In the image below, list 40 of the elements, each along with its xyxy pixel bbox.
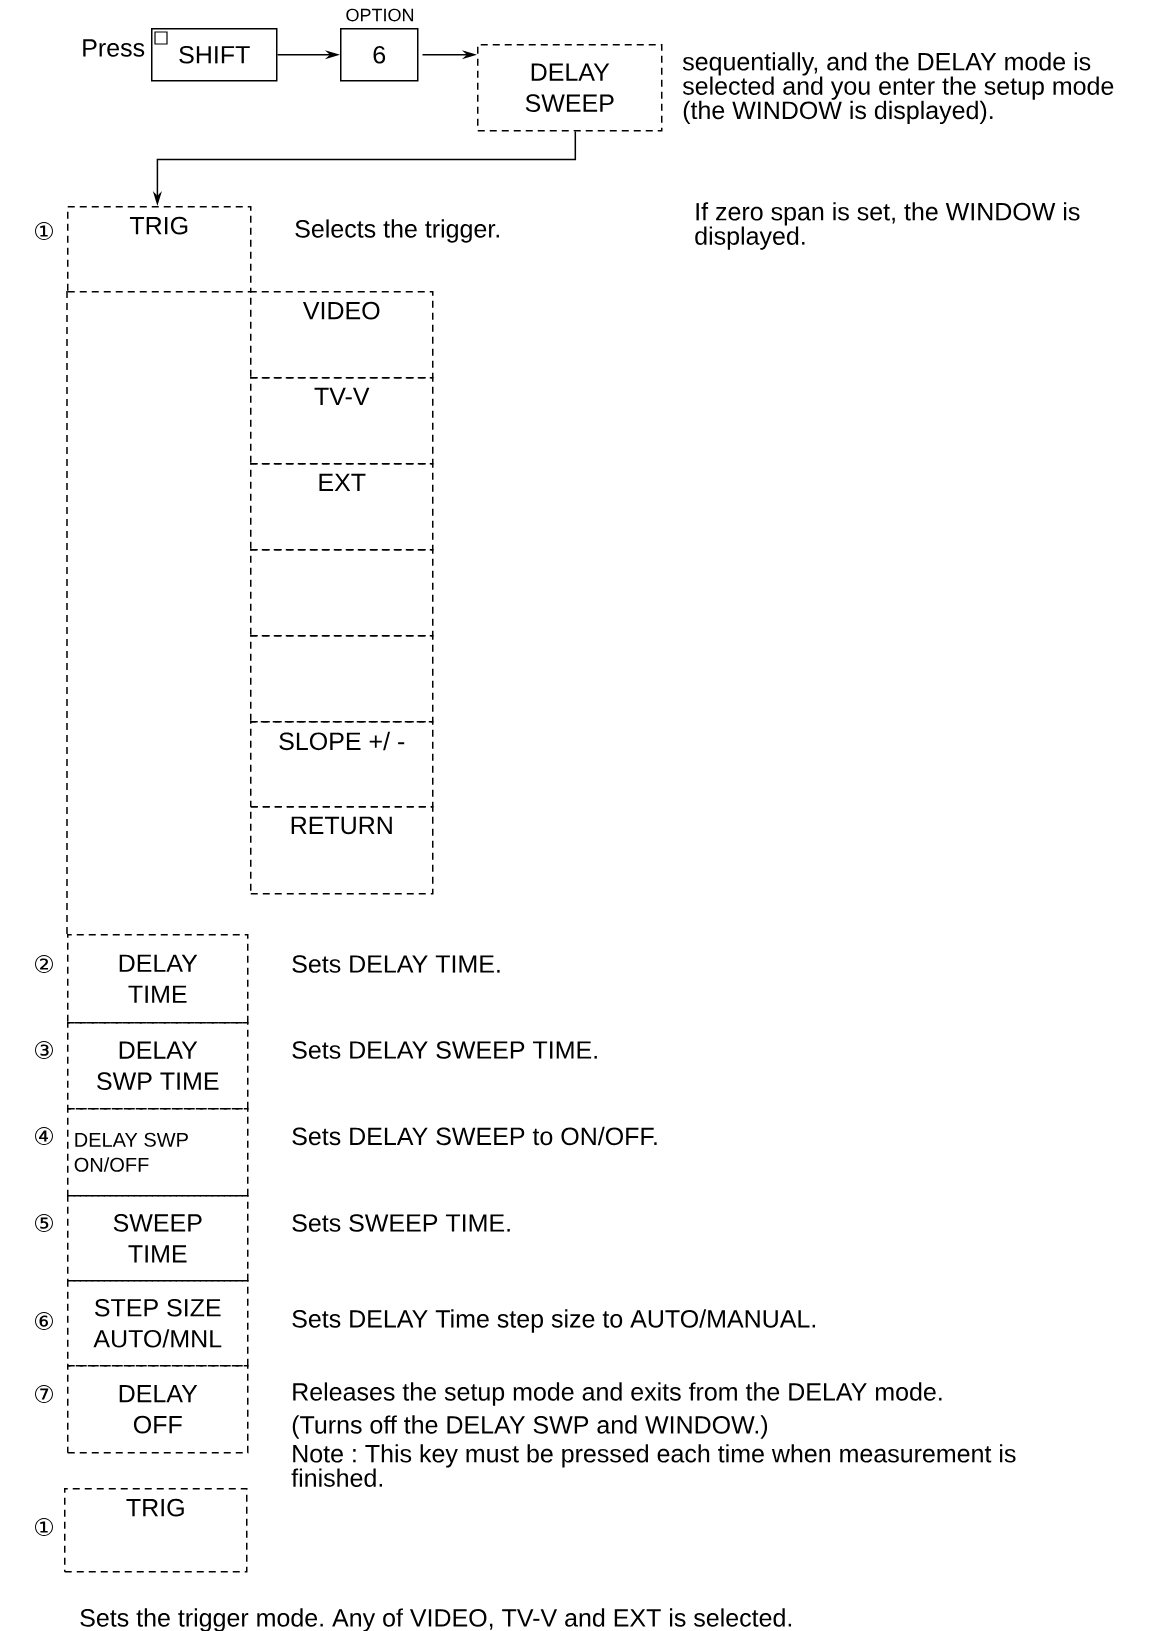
softkey-box: TRIG bbox=[67, 206, 252, 293]
softkey-box: DELAY SWEEP bbox=[477, 44, 663, 132]
circled-number: ① bbox=[35, 1518, 53, 1536]
circled-number: ⑥ bbox=[35, 1312, 53, 1330]
key-box: 6 bbox=[340, 28, 419, 82]
softkey-box: TV-V bbox=[250, 377, 434, 465]
circled-number: ⑦ bbox=[35, 1385, 53, 1403]
softkey-box: DELAY SWP ON/OFF bbox=[67, 1108, 249, 1197]
softkey-box: DELAY OFF bbox=[67, 1365, 249, 1454]
circled-number: ⑤ bbox=[35, 1214, 53, 1232]
softkey-box: DELAY SWP TIME bbox=[67, 1022, 249, 1110]
softkey-box: RETURN bbox=[250, 806, 434, 895]
empty-softkey-box bbox=[250, 635, 434, 723]
instruction-text: Press bbox=[83, 39, 145, 57]
circled-number: ④ bbox=[35, 1127, 53, 1145]
description-text: Releases the setup mode and exits from the DELAY mode. bbox=[293, 1382, 942, 1406]
description-text: Sets DELAY SWEEP TIME. bbox=[292, 1041, 597, 1059]
softkey-box: DELAY TIME bbox=[67, 934, 249, 1024]
footnote-text: Sets the trigger mode. Any of VIDEO, TV-V and EXT is selected. bbox=[80, 1608, 792, 1631]
description-text: Sets DELAY SWEEP to ON/OFF. bbox=[292, 1126, 657, 1146]
circled-number: ① bbox=[35, 222, 53, 240]
description-text: Sets SWEEP TIME. bbox=[292, 1214, 510, 1232]
softkey-box: EXT bbox=[250, 463, 434, 551]
softkey-box: VIDEO bbox=[250, 291, 434, 379]
softkey-box: SLOPE +/ - bbox=[250, 721, 434, 808]
description-text: Sets DELAY TIME. bbox=[292, 955, 500, 973]
softkey-box: STEP SIZE AUTO/MNL bbox=[67, 1280, 249, 1367]
circled-number: ③ bbox=[35, 1041, 53, 1059]
note-text: Note : This key must be pressed each time when measurement is finished. bbox=[291, 1444, 1016, 1487]
description-text: Selects the trigger. bbox=[295, 219, 499, 243]
note-text: If zero span is set, the WINDOW is displayed. bbox=[695, 202, 1080, 250]
circled-number: ② bbox=[35, 955, 53, 973]
instruction-text: sequentially, and the DELAY mode is selected and you enter the setup mode (the WINDOW is displayed). bbox=[682, 52, 1114, 125]
softkey-box: SWEEP TIME bbox=[67, 1195, 249, 1282]
key-caption: OPTION bbox=[346, 8, 414, 22]
softkey-box: TRIG bbox=[64, 1488, 248, 1573]
description-text: Sets DELAY Time step size to AUTO/MANUAL. bbox=[292, 1309, 815, 1333]
description-text: (Turns off the DELAY SWP and WINDOW.) bbox=[292, 1415, 768, 1439]
empty-softkey-box bbox=[250, 549, 434, 637]
key-box: SHIFT bbox=[151, 28, 278, 82]
